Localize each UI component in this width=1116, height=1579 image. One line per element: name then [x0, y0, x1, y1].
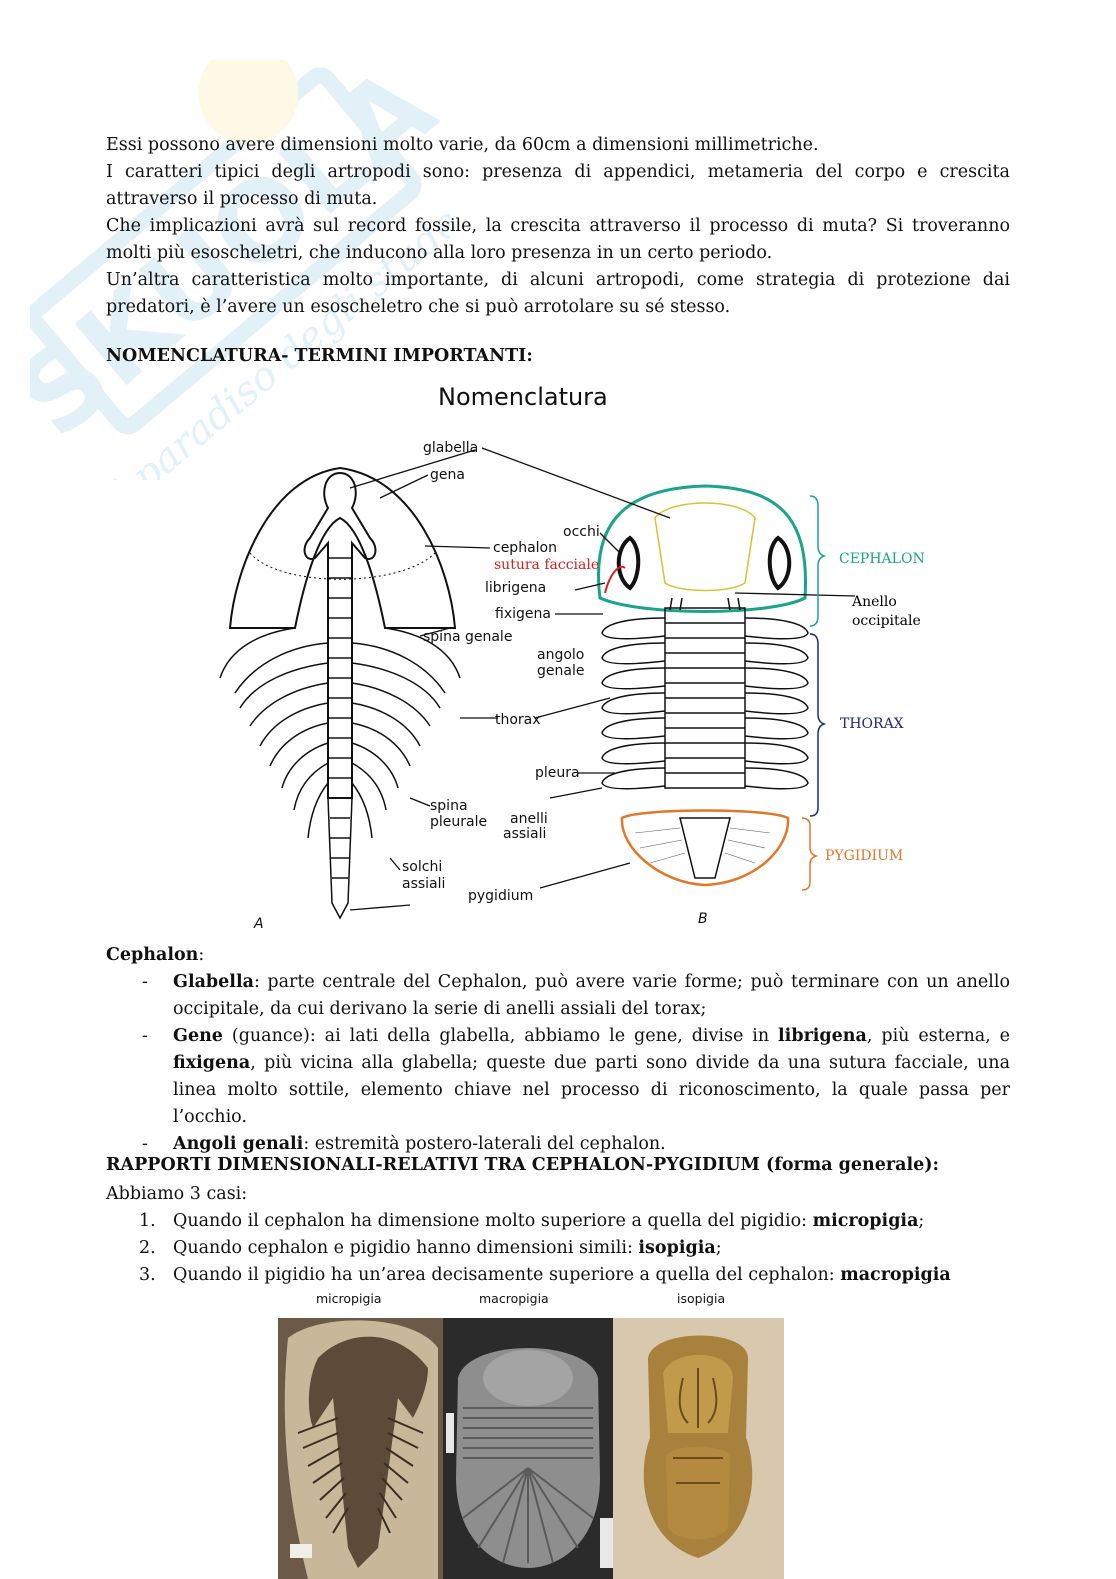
label-solchi-assiali: assiali — [402, 876, 445, 892]
label-assiali: assiali — [503, 826, 546, 842]
label-sutura-facciale: sutura facciale — [494, 557, 599, 573]
label-pleurale: pleurale — [430, 814, 487, 830]
label-b: B — [698, 911, 708, 927]
cephalon-list: Glabella: parte centrale del Cephalon, p… — [106, 969, 1010, 1158]
intro-paragraph: Che implicazioni avrà sul record fossile… — [106, 216, 1010, 263]
photo-isopigia — [613, 1318, 784, 1579]
cephalon-section: Cephalon: Glabella: parte centrale del C… — [106, 942, 1010, 1158]
cases-intro: Abbiamo 3 casi: — [106, 1184, 248, 1204]
cases-list: 1.Quando il cephalon ha dimensione molto… — [106, 1208, 1010, 1289]
list-item: 1.Quando il cephalon ha dimensione molto… — [139, 1211, 925, 1231]
label-anello: Anello — [851, 594, 897, 610]
label-occhi: occhi — [563, 524, 600, 540]
label-cephalon: cephalon — [493, 540, 557, 556]
photo-label-micropigia: micropigia — [316, 1291, 382, 1306]
label-solchi: solchi — [402, 859, 442, 875]
list-item: Angoli genali: estremità postero-lateral… — [106, 1131, 1010, 1158]
label-spina: spina — [430, 798, 468, 814]
label-spina-genale: spina genale — [423, 629, 512, 645]
photo-micropigia — [278, 1318, 443, 1579]
list-item: Glabella: parte centrale del Cephalon, p… — [106, 969, 1010, 1023]
trilobite-drawing-b — [597, 484, 809, 887]
list-item: 3.Quando il pigidio ha un’area decisamen… — [139, 1265, 951, 1285]
label-pleura: pleura — [535, 765, 580, 781]
list-item: Gene (guance): ai lati della glabella, a… — [106, 1023, 1010, 1131]
leader-lines — [349, 447, 856, 911]
label-glabella: glabella — [423, 440, 478, 456]
cephalon-heading: Cephalon: — [106, 945, 205, 965]
fossil-photos — [278, 1318, 784, 1579]
label-pygidium: pygidium — [468, 888, 533, 904]
trilobite-drawing-a — [219, 466, 461, 920]
cephalon-bracket — [809, 495, 827, 627]
label-a: A — [253, 916, 264, 932]
photo-label-macropigia: macropigia — [479, 1291, 549, 1306]
thorax-bracket — [809, 633, 827, 817]
intro-paragraph: Un’altra caratteristica molto importante… — [106, 270, 1010, 317]
label-librigena: librigena — [485, 580, 546, 596]
label-genale: genale — [537, 663, 584, 679]
label-anelli: anelli — [510, 811, 548, 827]
label-pygidium-region: PYGIDIUM — [825, 848, 903, 864]
label-occipitale: occipitale — [852, 613, 921, 629]
trilobite-nomenclature-figure: glabella gena occhi cephalon sutura facc… — [219, 440, 925, 932]
label-fixigena: fixigena — [495, 606, 551, 622]
figure-title: Nomenclatura — [438, 383, 608, 411]
label-gena: gena — [430, 467, 465, 483]
label-thorax: thorax — [495, 712, 541, 728]
intro-paragraph: Essi possono avere dimensioni molto vari… — [106, 135, 819, 155]
intro-text: Essi possono avere dimensioni molto vari… — [106, 132, 1010, 321]
label-angolo: angolo — [537, 647, 584, 663]
intro-paragraph: I caratteri tipici degli artropodi sono:… — [106, 162, 1010, 209]
list-item: 2.Quando cephalon e pigidio hanno dimens… — [139, 1238, 722, 1258]
photo-macropigia — [443, 1318, 613, 1579]
section-heading-rapporti: RAPPORTI DIMENSIONALI-RELATIVI TRA CEPHA… — [106, 1155, 939, 1175]
cases-section: Abbiamo 3 casi: 1.Quando il cephalon ha … — [106, 1181, 1010, 1289]
section-heading-nomenclatura: NOMENCLATURA- TERMINI IMPORTANTI: — [106, 346, 533, 366]
photo-label-isopigia: isopigia — [677, 1291, 726, 1306]
label-thorax-region: THORAX — [840, 716, 904, 732]
label-cephalon-region: CEPHALON — [839, 551, 925, 567]
pygidium-bracket — [801, 817, 819, 891]
